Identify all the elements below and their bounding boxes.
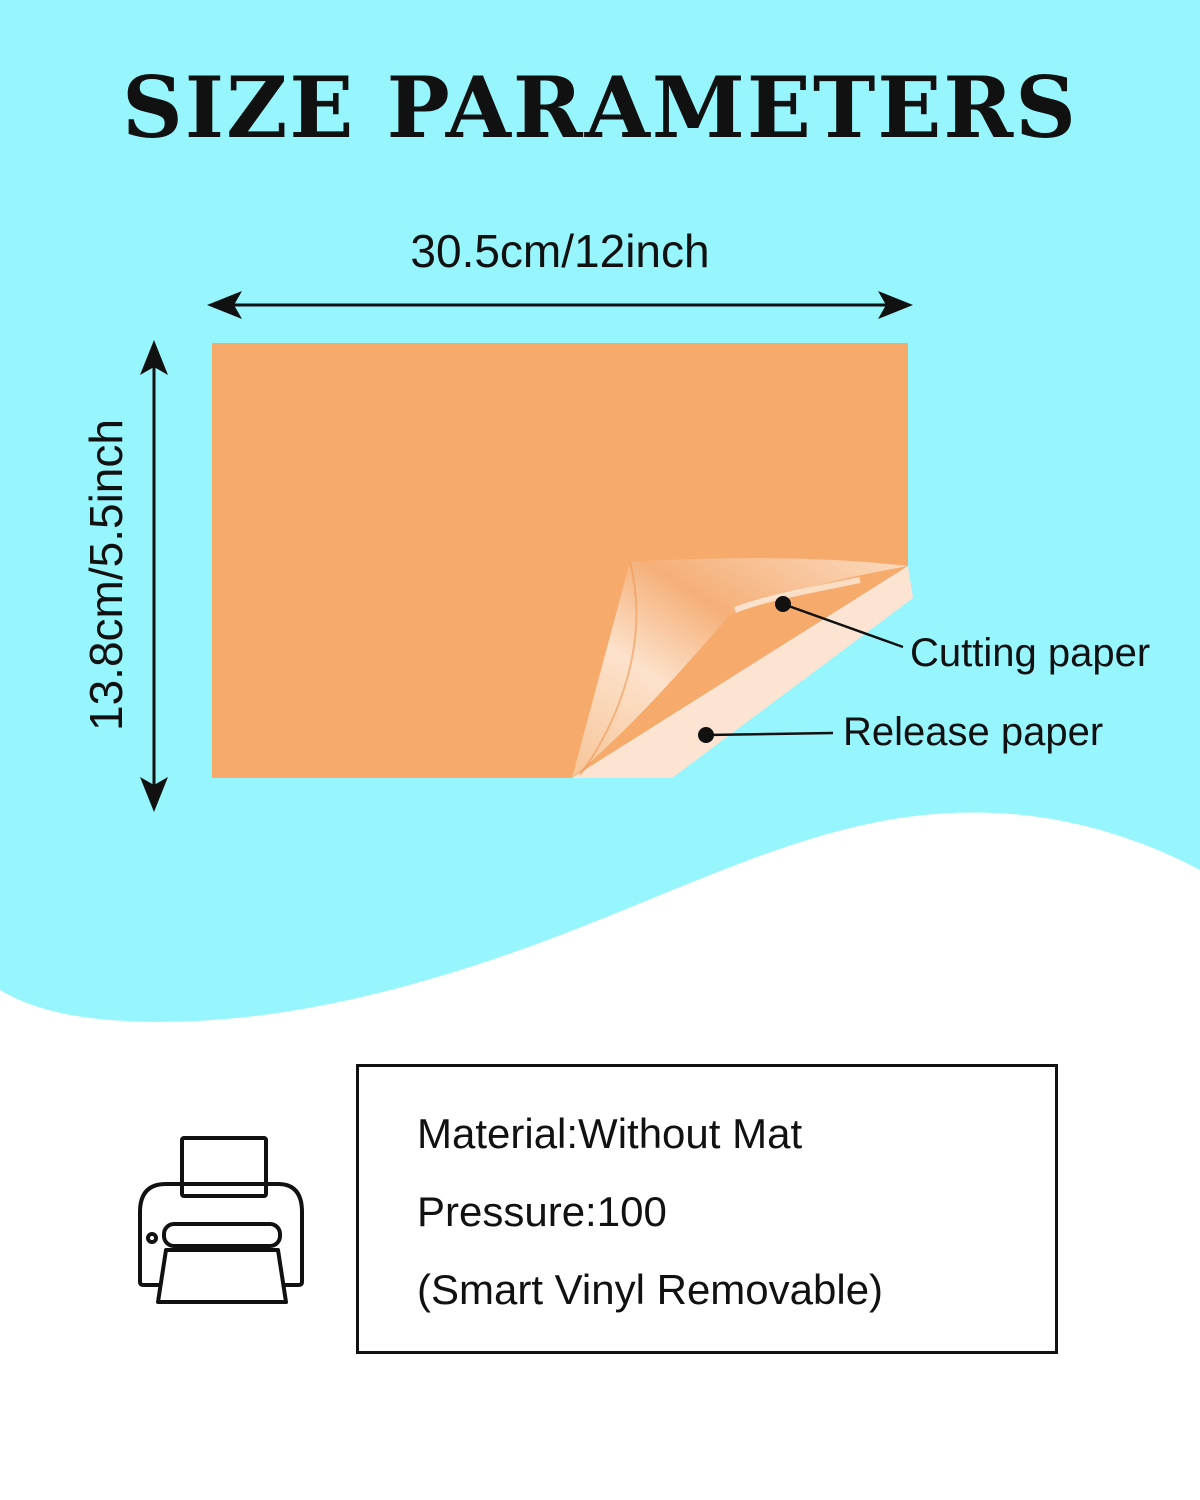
width-dimension-label: 30.5cm/12inch xyxy=(410,225,710,277)
material-setting: Material:Without Mat xyxy=(417,1110,803,1157)
peeled-flap-edge xyxy=(579,561,638,776)
release-paper-label: Release paper xyxy=(843,710,1104,754)
printer-icon xyxy=(138,1136,304,1304)
peeled-flap xyxy=(572,558,908,778)
height-dimension-label: 13.8cm/5.5inch xyxy=(80,419,132,731)
material-note: (Smart Vinyl Removable) xyxy=(417,1266,884,1313)
width-arrow xyxy=(207,291,913,319)
vinyl-sheet xyxy=(212,343,908,778)
release-paper-pointer xyxy=(698,727,834,743)
cutting-paper-pointer xyxy=(775,596,904,649)
cutting-paper-label: Cutting paper xyxy=(910,631,1151,675)
page-title: SIZE PARAMETERS xyxy=(122,58,1078,157)
peeled-flap-highlight xyxy=(733,577,861,613)
pressure-setting: Pressure:100 xyxy=(417,1188,667,1235)
settings-box: Material:Without Mat Pressure:100 (Smart… xyxy=(356,1064,1058,1354)
height-arrow xyxy=(140,340,168,812)
